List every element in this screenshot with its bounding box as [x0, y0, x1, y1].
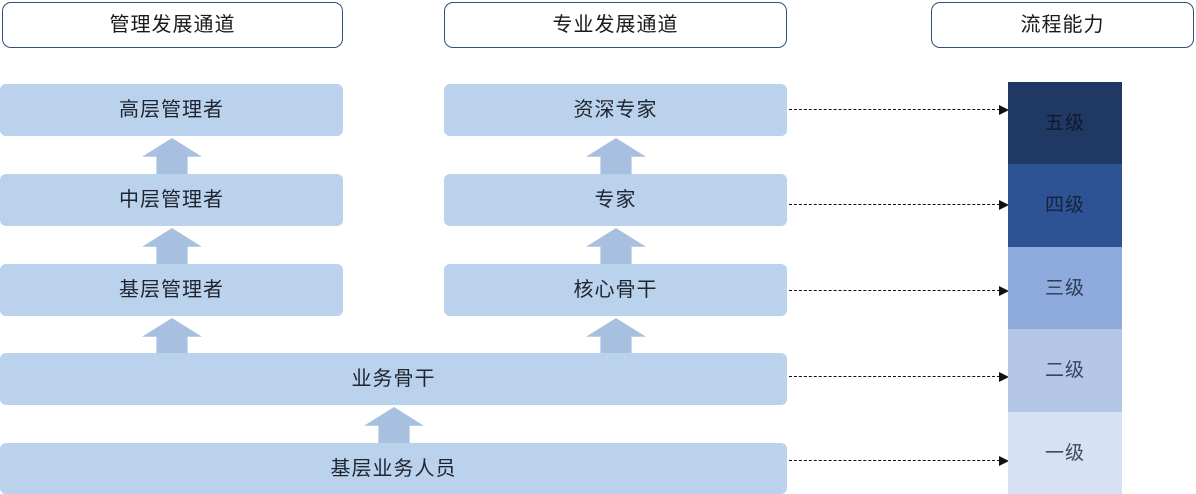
role-box-frontline-staff: 基层业务人员	[0, 443, 787, 494]
role-box-expert: 专家	[444, 174, 787, 226]
dashed-line	[789, 290, 1000, 291]
capability-level-1: 一级	[1008, 412, 1122, 494]
arrowhead-icon	[999, 372, 1009, 382]
role-box-senior-manager: 高层管理者	[0, 84, 343, 136]
capability-level-2: 二级	[1008, 329, 1122, 412]
role-box-senior-expert: 资深专家	[444, 84, 787, 136]
capability-level-5: 五级	[1008, 82, 1122, 164]
dashed-line	[789, 204, 1000, 205]
arrowhead-icon	[999, 105, 1009, 115]
up-arrow-icon	[364, 407, 424, 447]
arrowhead-icon	[999, 200, 1009, 210]
capability-level-3: 三级	[1008, 247, 1122, 329]
capability-level-ladder: 五级 四级 三级 二级 一级	[1008, 82, 1122, 494]
role-box-first-line-manager: 基层管理者	[0, 264, 343, 316]
role-box-middle-manager: 中层管理者	[0, 174, 343, 226]
role-box-business-backbone: 业务骨干	[0, 353, 787, 405]
up-arrow-icon	[586, 318, 646, 358]
dashed-line	[789, 376, 1000, 377]
column-header-management: 管理发展通道	[2, 2, 343, 48]
up-arrow-icon	[142, 228, 202, 268]
role-box-core-staff: 核心骨干	[444, 264, 787, 316]
up-arrow-icon	[142, 318, 202, 358]
dashed-line	[789, 460, 1000, 461]
up-arrow-icon	[586, 138, 646, 178]
connector-arrow-level-1	[789, 456, 1009, 466]
connector-arrow-level-3	[789, 286, 1009, 296]
connector-arrow-level-4	[789, 200, 1009, 210]
connector-arrow-level-2	[789, 372, 1009, 382]
arrowhead-icon	[999, 286, 1009, 296]
up-arrow-icon	[142, 138, 202, 178]
arrowhead-icon	[999, 456, 1009, 466]
capability-level-4: 四级	[1008, 164, 1122, 247]
up-arrow-icon	[586, 228, 646, 268]
connector-arrow-level-5	[789, 105, 1009, 115]
column-header-professional: 专业发展通道	[444, 2, 787, 48]
dashed-line	[789, 109, 1000, 110]
column-header-capability: 流程能力	[931, 2, 1194, 48]
